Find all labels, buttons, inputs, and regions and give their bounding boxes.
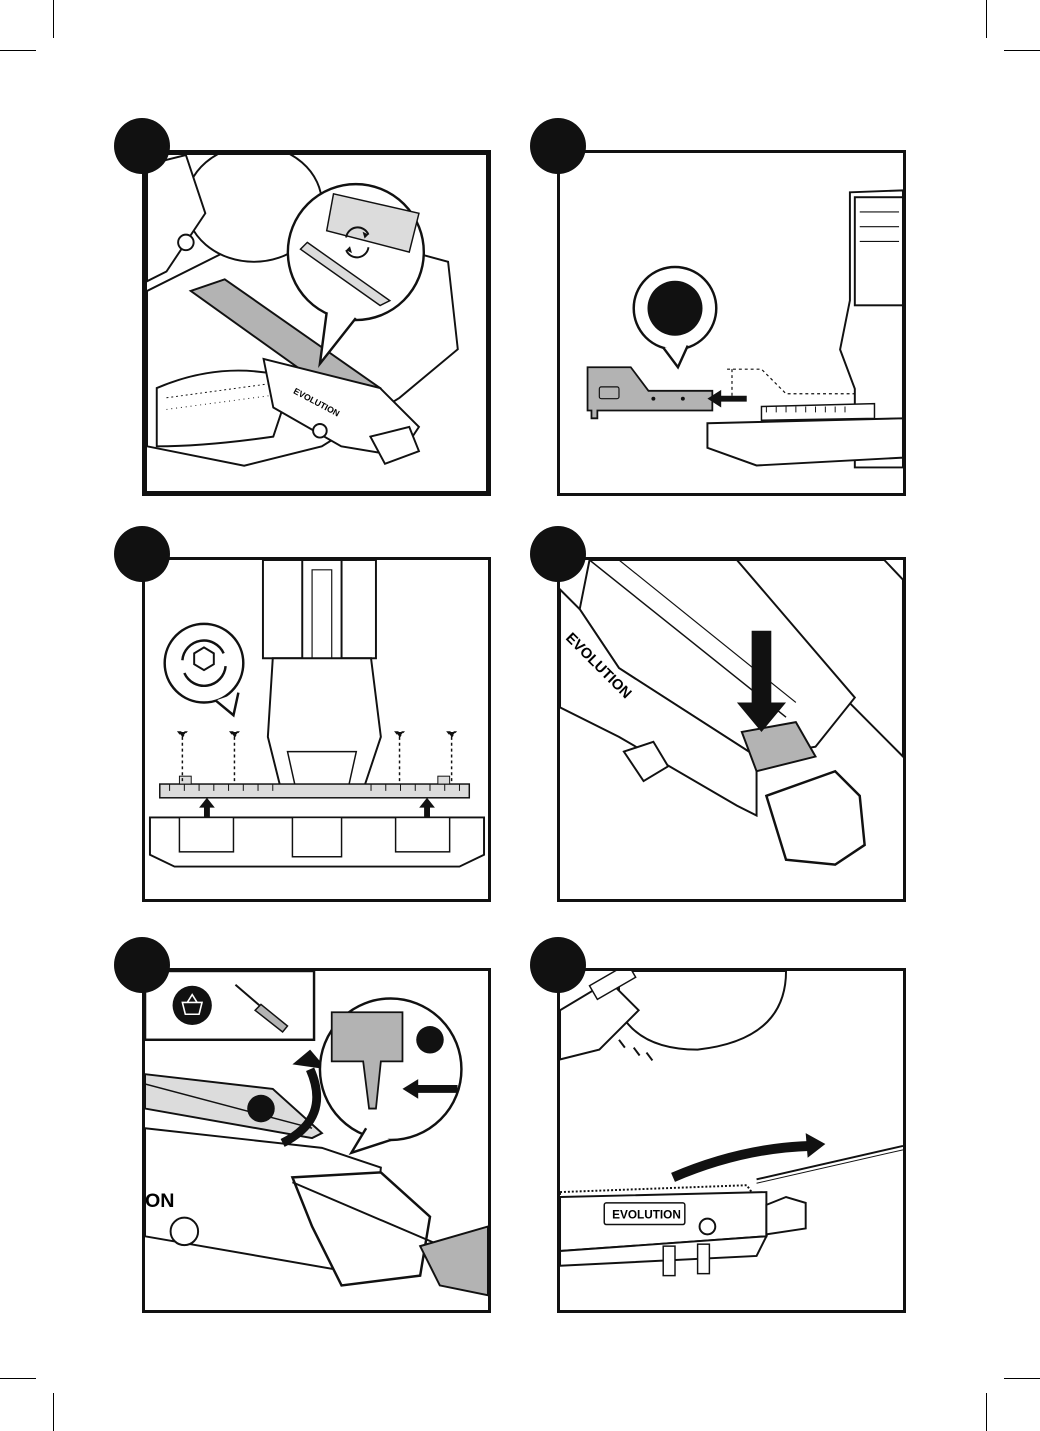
- step-4-badge: [530, 526, 586, 582]
- crop-mark: [53, 1393, 54, 1431]
- evolution-logo: EVOLUTION: [612, 1209, 681, 1222]
- up-arrow-icon: [419, 798, 435, 818]
- crop-mark: [0, 1378, 36, 1379]
- step-3-badge: [114, 526, 170, 582]
- crop-mark: [1004, 50, 1040, 51]
- crop-mark: [53, 0, 54, 38]
- step-6-badge: [530, 937, 586, 993]
- step-5-panel: ON: [142, 968, 491, 1313]
- crop-mark: [1004, 1378, 1040, 1379]
- lock-dot-icon: [647, 281, 702, 336]
- step-3-panel: [142, 557, 491, 902]
- step-1-badge: [114, 118, 170, 174]
- step-3-illustration: [145, 560, 488, 899]
- step-6-illustration: EVOLUTION: [560, 971, 903, 1310]
- callout-dot: [247, 1095, 275, 1123]
- basket-icon: [173, 986, 212, 1025]
- callout-dot: [416, 1026, 444, 1054]
- step-1-illustration: EVOLUTION: [147, 155, 486, 491]
- up-arrow-icon: [199, 798, 215, 818]
- step-2-badge: [530, 118, 586, 174]
- evolution-logo: ON: [145, 1190, 174, 1212]
- crop-mark: [986, 0, 987, 38]
- step-5-illustration: ON: [145, 971, 488, 1310]
- step-4-illustration: EVOLUTION: [560, 560, 903, 899]
- step-6-panel: EVOLUTION: [557, 968, 906, 1313]
- crop-mark: [986, 1393, 987, 1431]
- step-2-illustration: [560, 153, 903, 493]
- step-2-panel: [557, 150, 906, 496]
- step-4-panel: EVOLUTION: [557, 557, 906, 902]
- step-5-badge: [114, 937, 170, 993]
- step-1-panel: EVOLUTION: [142, 150, 491, 496]
- crop-mark: [0, 50, 36, 51]
- push-arrow-icon: [707, 390, 746, 408]
